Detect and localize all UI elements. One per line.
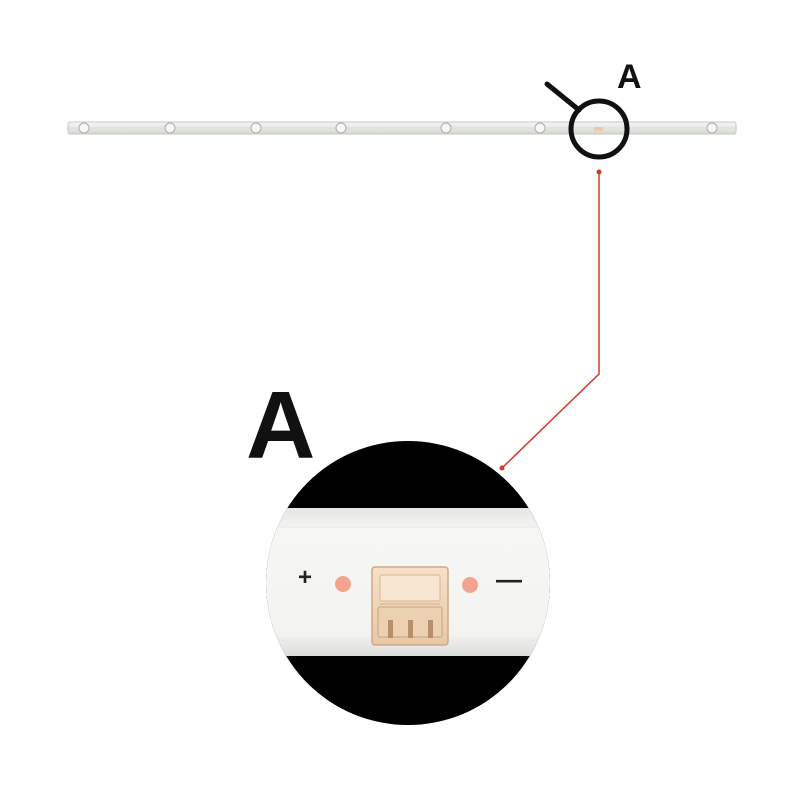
detail-view — [266, 441, 550, 725]
strip-led-4 — [335, 122, 347, 134]
positive-pad — [335, 576, 351, 592]
strip-connector — [594, 127, 603, 131]
strip-led-7 — [706, 122, 718, 134]
strip-led-6 — [534, 122, 546, 134]
callout-label-big: A — [246, 372, 316, 479]
led-strip — [67, 121, 737, 135]
strip-led-1 — [78, 122, 90, 134]
magnifier-icon — [544, 81, 630, 160]
positive-sign: + — [298, 564, 313, 591]
negative-pad — [462, 577, 478, 593]
strip-led-3 — [250, 122, 262, 134]
strip-led-group — [78, 122, 718, 134]
connector — [371, 566, 449, 646]
leader-line — [499, 169, 602, 471]
callout-label-small: A — [617, 58, 642, 96]
strip-led-2 — [164, 122, 176, 134]
strip-led-5 — [440, 122, 452, 134]
negative-sign: — — [496, 564, 522, 594]
